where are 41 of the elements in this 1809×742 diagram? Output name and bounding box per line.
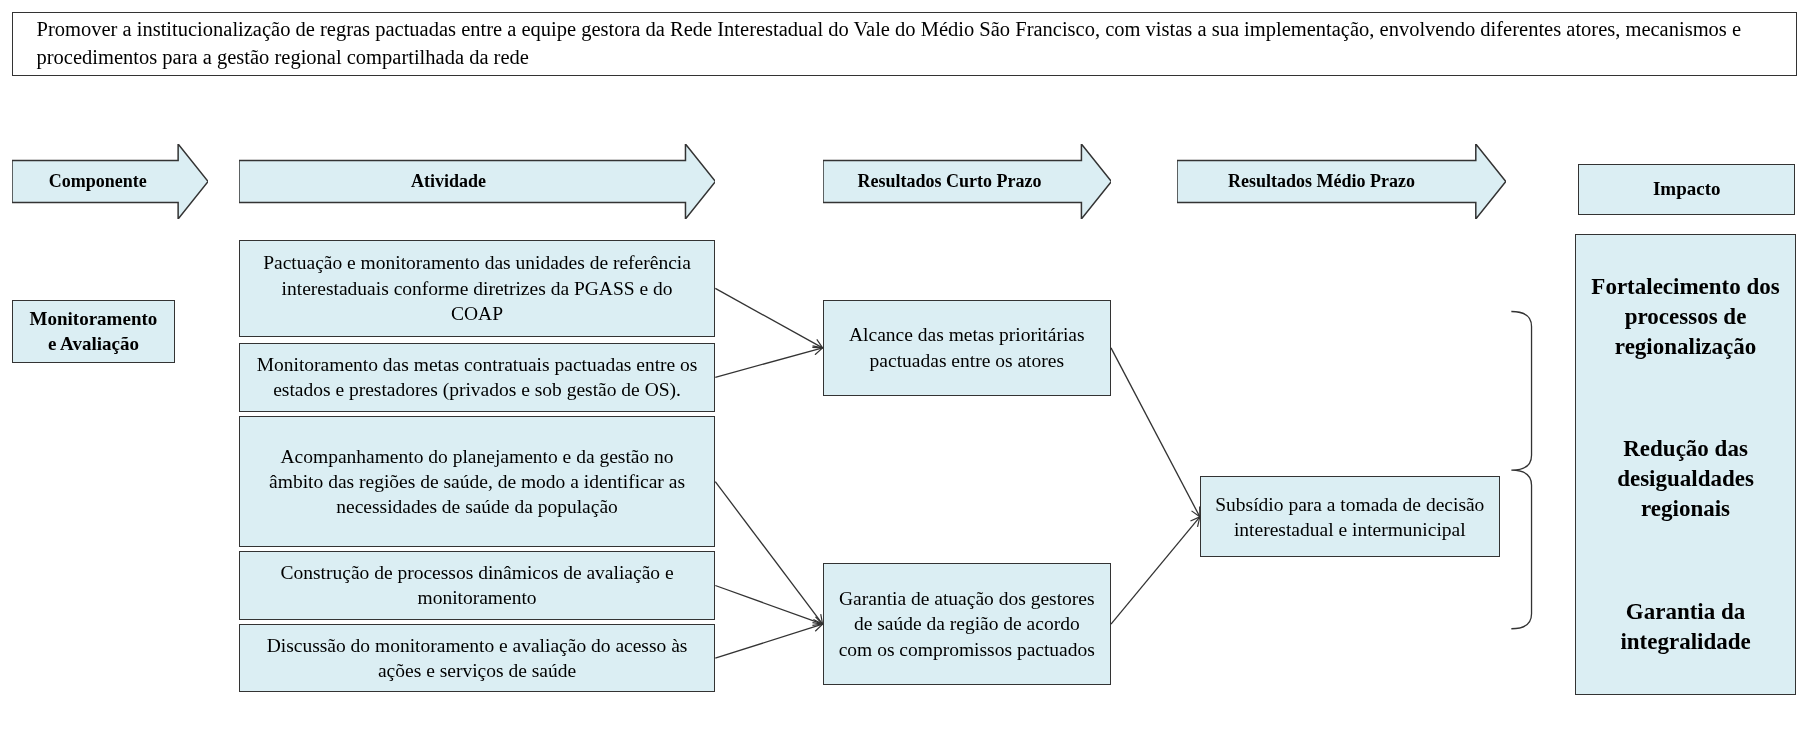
arrow (714, 584, 824, 626)
box-text: Monitoramento das metas contratuais pactuadas entre os estados e prestadores (privados e sob gestão de OS). (255, 352, 699, 403)
box-text: Pactuação e monitoramento das unidades de referência interestaduais conforme diretrizes da PGASS e do COAP (262, 251, 692, 327)
impact-text: Garantia da integralidade (1619, 598, 1752, 657)
process-box (1199, 476, 1500, 558)
process-box (238, 551, 716, 620)
objective-box (11, 11, 1798, 77)
stage-header (1176, 144, 1506, 220)
arrow (1110, 347, 1201, 518)
process-box (238, 342, 716, 412)
header-label: Atividade (410, 171, 486, 193)
arrow (714, 481, 824, 625)
box-text: Acompanhamento do planejamento e da gestão no âmbito das regiões de saúde, de modo a identificar as necessidades de saúde da população (268, 444, 686, 520)
process-box (238, 624, 716, 693)
box-text: Discussão do monitoramento e avaliação do acesso às ações e serviços de saúde (265, 633, 689, 684)
arrow (714, 621, 824, 659)
header-label: Resultados Curto Prazo (857, 171, 1042, 193)
stage-header (11, 144, 208, 220)
impact-text: Redução das desigualdades regionais (1616, 435, 1755, 524)
arrow (714, 287, 824, 349)
impact-box (1574, 234, 1797, 695)
box-text: Construção de processos dinâmicos de avaliação e monitoramento (279, 561, 675, 611)
process-box (822, 563, 1111, 686)
header-label: Resultados Médio Prazo (1227, 171, 1415, 193)
header-label: Componente (48, 171, 147, 193)
process-box (238, 239, 716, 337)
process-box (238, 416, 716, 547)
process-box (822, 299, 1111, 396)
header-box (1578, 163, 1796, 215)
box-text: Alcance das metas prioritárias pactuadas entre os atores (848, 323, 1086, 373)
stage-header (822, 144, 1111, 220)
arrow (714, 345, 824, 378)
component-box (11, 299, 176, 364)
stage-header (238, 144, 716, 220)
box-text: Garantia de atuação dos gestores de saúde da região de acordo com os compromissos pactuados (837, 587, 1096, 662)
arrow (1110, 516, 1201, 625)
objective-text: Promover a institucionalização de regras pactuadas entre a equipe gestora da Rede Interestadual do Vale do Médio São Francisco, com vistas a sua implementação, envolvendo diferentes atores, mecanismos e procedimentos para a gestão regional compartilhada da rede (35, 17, 1743, 71)
component-label: Monitoramento e Avaliação (28, 307, 159, 356)
impact-text: Fortalecimento dos processos de regionalização (1590, 272, 1781, 361)
header-label: Impacto (1651, 176, 1722, 201)
box-text: Subsídio para a tomada de decisão interestadual e intermunicipal (1214, 492, 1486, 542)
